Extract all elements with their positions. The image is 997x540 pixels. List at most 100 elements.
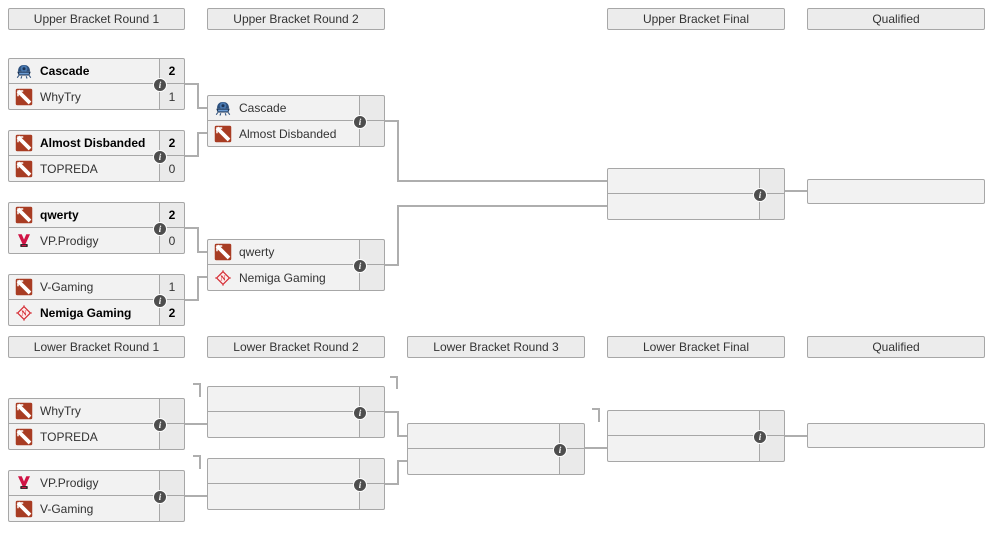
dota2-placeholder-logo-icon [15, 88, 33, 106]
team-name[interactable]: Nemiga Gaming [239, 270, 326, 285]
connector [197, 276, 207, 278]
connector [185, 423, 207, 425]
team-name[interactable]: WhyTry [40, 404, 81, 418]
dota2-placeholder-logo-icon [15, 206, 33, 224]
team-row[interactable]: qwerty 2 [9, 203, 184, 228]
team-name[interactable]: qwerty [239, 245, 275, 259]
team-name[interactable]: VP.Prodigy [40, 476, 99, 490]
match-info-icon[interactable]: i [753, 188, 767, 202]
team-row[interactable]: WhyTry 1 [9, 84, 184, 109]
team-score [359, 240, 384, 264]
team-row[interactable] [408, 424, 584, 449]
match-info-icon[interactable]: i [353, 406, 367, 420]
team-name[interactable]: VP.Prodigy [40, 233, 99, 248]
match-info-icon[interactable]: i [153, 294, 167, 308]
team-score [559, 449, 584, 474]
nemiga-gaming-team-logo-icon: N [214, 269, 232, 287]
match-info-icon[interactable]: i [153, 150, 167, 164]
connector [385, 411, 397, 413]
team-name[interactable]: V-Gaming [40, 501, 94, 516]
connector [185, 227, 197, 229]
team-row[interactable]: VP.Prodigy [9, 471, 184, 496]
connector [197, 227, 199, 253]
connector [197, 132, 207, 134]
svg-text:N: N [220, 273, 226, 282]
team-name[interactable]: Cascade [239, 101, 287, 115]
connector [785, 190, 807, 192]
match-info-icon[interactable]: i [353, 259, 367, 273]
team-row[interactable] [208, 484, 384, 509]
round-header-lower-qualified: Qualified [807, 336, 985, 358]
team-row[interactable] [608, 436, 784, 461]
team-row[interactable]: TOPREDA 0 [9, 156, 184, 181]
connector [197, 83, 199, 109]
match-info-icon[interactable]: i [153, 490, 167, 504]
team-row[interactable] [208, 412, 384, 437]
team-name[interactable]: qwerty [40, 208, 79, 222]
team-name[interactable]: WhyTry [40, 89, 81, 104]
team-score [159, 496, 184, 521]
team-score: 0 [159, 156, 184, 181]
connector [197, 251, 207, 253]
connector [185, 155, 197, 157]
team-row[interactable]: VP.Prodigy 0 [9, 228, 184, 253]
nemiga-gaming-team-logo-icon: N [15, 304, 33, 322]
team-row[interactable]: Cascade 2 [9, 59, 184, 84]
team-name[interactable]: TOPREDA [40, 429, 98, 444]
team-score [559, 424, 584, 448]
team-row[interactable] [408, 449, 584, 474]
team-score [359, 459, 384, 483]
loser-drop-stub [396, 376, 398, 389]
team-score: 2 [159, 131, 184, 155]
dota2-placeholder-logo-icon [15, 500, 33, 518]
match-info-icon[interactable]: i [753, 430, 767, 444]
loser-drop-stub [193, 383, 201, 385]
match-info-icon[interactable]: i [153, 418, 167, 432]
team-row[interactable] [208, 459, 384, 484]
team-row[interactable]: WhyTry [9, 399, 184, 424]
team-score [359, 387, 384, 411]
connector [185, 299, 197, 301]
match-info-icon[interactable]: i [353, 115, 367, 129]
match-ub-r2-m2: qwerty N Nemiga Gaming i [207, 239, 385, 291]
team-row[interactable]: Cascade [208, 96, 384, 121]
match-info-icon[interactable]: i [153, 222, 167, 236]
team-row[interactable]: V-Gaming [9, 496, 184, 521]
team-row[interactable]: N Nemiga Gaming 2 [9, 300, 184, 325]
team-row[interactable]: N Nemiga Gaming [208, 265, 384, 290]
team-row[interactable]: TOPREDA [9, 424, 184, 449]
connector [197, 107, 207, 109]
team-name[interactable]: Almost Disbanded [40, 136, 146, 150]
lower-qualified-slot [807, 423, 985, 448]
round-header-upper-qualified: Qualified [807, 8, 985, 30]
connector [585, 447, 607, 449]
connector [397, 460, 399, 485]
connector [197, 276, 199, 301]
loser-drop-stub [390, 376, 398, 378]
team-name[interactable]: Nemiga Gaming [40, 305, 132, 320]
team-row[interactable]: V-Gaming 1 [9, 275, 184, 300]
match-ub-r1-m4: V-Gaming 1 N Nemiga Gaming 2 i [8, 274, 185, 326]
match-info-icon[interactable]: i [553, 443, 567, 457]
team-row[interactable] [608, 411, 784, 436]
match-info-icon[interactable]: i [353, 478, 367, 492]
match-info-icon[interactable]: i [153, 78, 167, 92]
team-score [759, 411, 784, 435]
team-name[interactable]: V-Gaming [40, 280, 94, 294]
team-row[interactable]: Almost Disbanded [208, 121, 384, 146]
loser-drop-stub [598, 408, 600, 422]
team-row[interactable] [608, 194, 784, 219]
team-name[interactable]: Almost Disbanded [239, 126, 337, 141]
team-row[interactable]: Almost Disbanded 2 [9, 131, 184, 156]
team-row[interactable]: qwerty [208, 240, 384, 265]
team-name[interactable]: Cascade [40, 64, 90, 78]
round-header-lower-bracket-round-3: Lower Bracket Round 3 [407, 336, 585, 358]
connector [397, 120, 399, 182]
match-lb-r2-m1: i [207, 386, 385, 438]
team-row[interactable] [208, 387, 384, 412]
loser-drop-stub [193, 455, 201, 457]
vp-prodigy-team-logo-icon [15, 232, 33, 250]
team-row[interactable] [608, 169, 784, 194]
team-name[interactable]: TOPREDA [40, 161, 98, 176]
